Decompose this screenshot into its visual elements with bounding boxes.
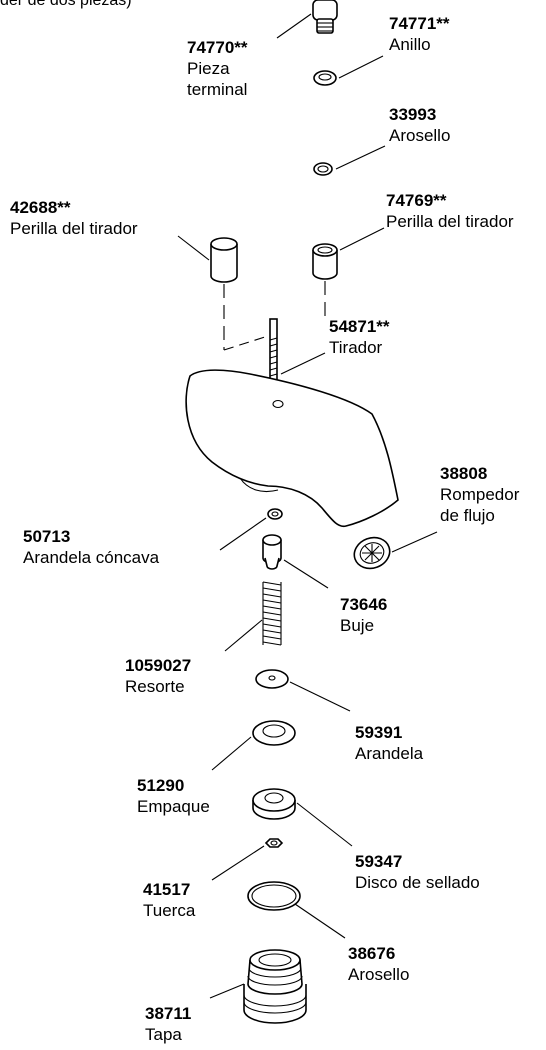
- part-name: Disco de sellado: [355, 873, 480, 892]
- part-number: 33993: [389, 105, 437, 124]
- part-number: 59347: [355, 852, 403, 871]
- part-name: Resorte: [125, 677, 185, 696]
- part-name: Tirador: [329, 338, 383, 357]
- label-51290: 51290 Empaque: [137, 775, 210, 817]
- rompedor-flujo-part: [353, 536, 391, 570]
- label-59391: 59391 Arandela: [355, 722, 423, 764]
- part-number: 41517: [143, 880, 191, 899]
- spout-body: [185, 369, 399, 528]
- part-name: Empaque: [137, 797, 210, 816]
- arosello-large-part: [247, 881, 301, 911]
- part-number: 1059027: [125, 656, 192, 675]
- header-fragment: der de dos piezas): [0, 0, 132, 9]
- buje-part: [262, 534, 282, 570]
- part-name: Tapa: [145, 1025, 182, 1044]
- part-name: Arosello: [348, 965, 410, 984]
- label-74769: 74769** Perilla del tirador: [386, 190, 514, 232]
- tuerca-part: [264, 838, 284, 848]
- label-74770: 74770** Pieza terminal: [187, 37, 248, 100]
- arosello-small-part: [313, 162, 333, 176]
- part-number: 59391: [355, 723, 403, 742]
- part-number: 50713: [23, 527, 71, 546]
- anillo-part: [313, 70, 337, 86]
- part-number: 54871**: [329, 317, 390, 336]
- label-54871: 54871** Tirador: [329, 316, 390, 358]
- assembly-dashed-lines: [223, 281, 326, 351]
- empaque-part: [252, 720, 296, 746]
- part-name: Perilla del tirador: [10, 219, 138, 238]
- label-33993: 33993 Arosello: [389, 104, 450, 146]
- part-name: de flujo: [440, 506, 495, 525]
- label-38676: 38676 Arosello: [348, 943, 409, 985]
- label-38808: 38808 Rompedor de flujo: [440, 463, 519, 526]
- part-name: Arandela cóncava: [23, 548, 160, 567]
- label-1059027: 1059027 Resorte: [125, 655, 191, 697]
- part-name: Perilla del tirador: [386, 212, 514, 231]
- part-name: Buje: [340, 616, 375, 635]
- part-number: 38808: [440, 464, 488, 483]
- leader-lines: [177, 13, 438, 999]
- label-73646: 73646 Buje: [340, 594, 387, 636]
- part-number: 42688**: [10, 198, 71, 217]
- label-38711: 38711 Tapa: [145, 1003, 191, 1045]
- part-number: 38676: [348, 944, 396, 963]
- part-number: 51290: [137, 776, 185, 795]
- part-name: Anillo: [389, 35, 431, 54]
- label-74771: 74771** Anillo: [389, 13, 450, 55]
- part-name: Tuerca: [143, 901, 196, 920]
- label-59347: 59347 Disco de sellado: [355, 851, 480, 893]
- part-number: 74769**: [386, 191, 447, 210]
- part-number: 73646: [340, 595, 388, 614]
- part-number: 38711: [145, 1004, 192, 1023]
- part-name: terminal: [187, 80, 248, 99]
- part-name: Arandela: [355, 744, 424, 763]
- part-number: 74771**: [389, 14, 450, 33]
- tirador-part: [269, 318, 278, 388]
- perilla-tirador-right-part: [312, 243, 338, 280]
- perilla-tirador-left-part: [210, 237, 238, 283]
- part-name: Arosello: [389, 126, 451, 145]
- pieza-terminal-part: [312, 0, 338, 34]
- arandela-concava-part: [267, 508, 283, 520]
- label-41517: 41517 Tuerca: [143, 879, 195, 921]
- label-50713: 50713 Arandela cóncava: [23, 526, 159, 568]
- part-name: Rompedor: [440, 485, 520, 504]
- part-name: Pieza: [187, 59, 230, 78]
- label-42688: 42688** Perilla del tirador: [10, 197, 138, 239]
- tapa-part: [243, 949, 307, 1024]
- disco-sellado-part: [252, 788, 296, 820]
- part-number: 74770**: [187, 38, 248, 57]
- resorte-part: [262, 581, 282, 646]
- arandela-part: [255, 669, 289, 689]
